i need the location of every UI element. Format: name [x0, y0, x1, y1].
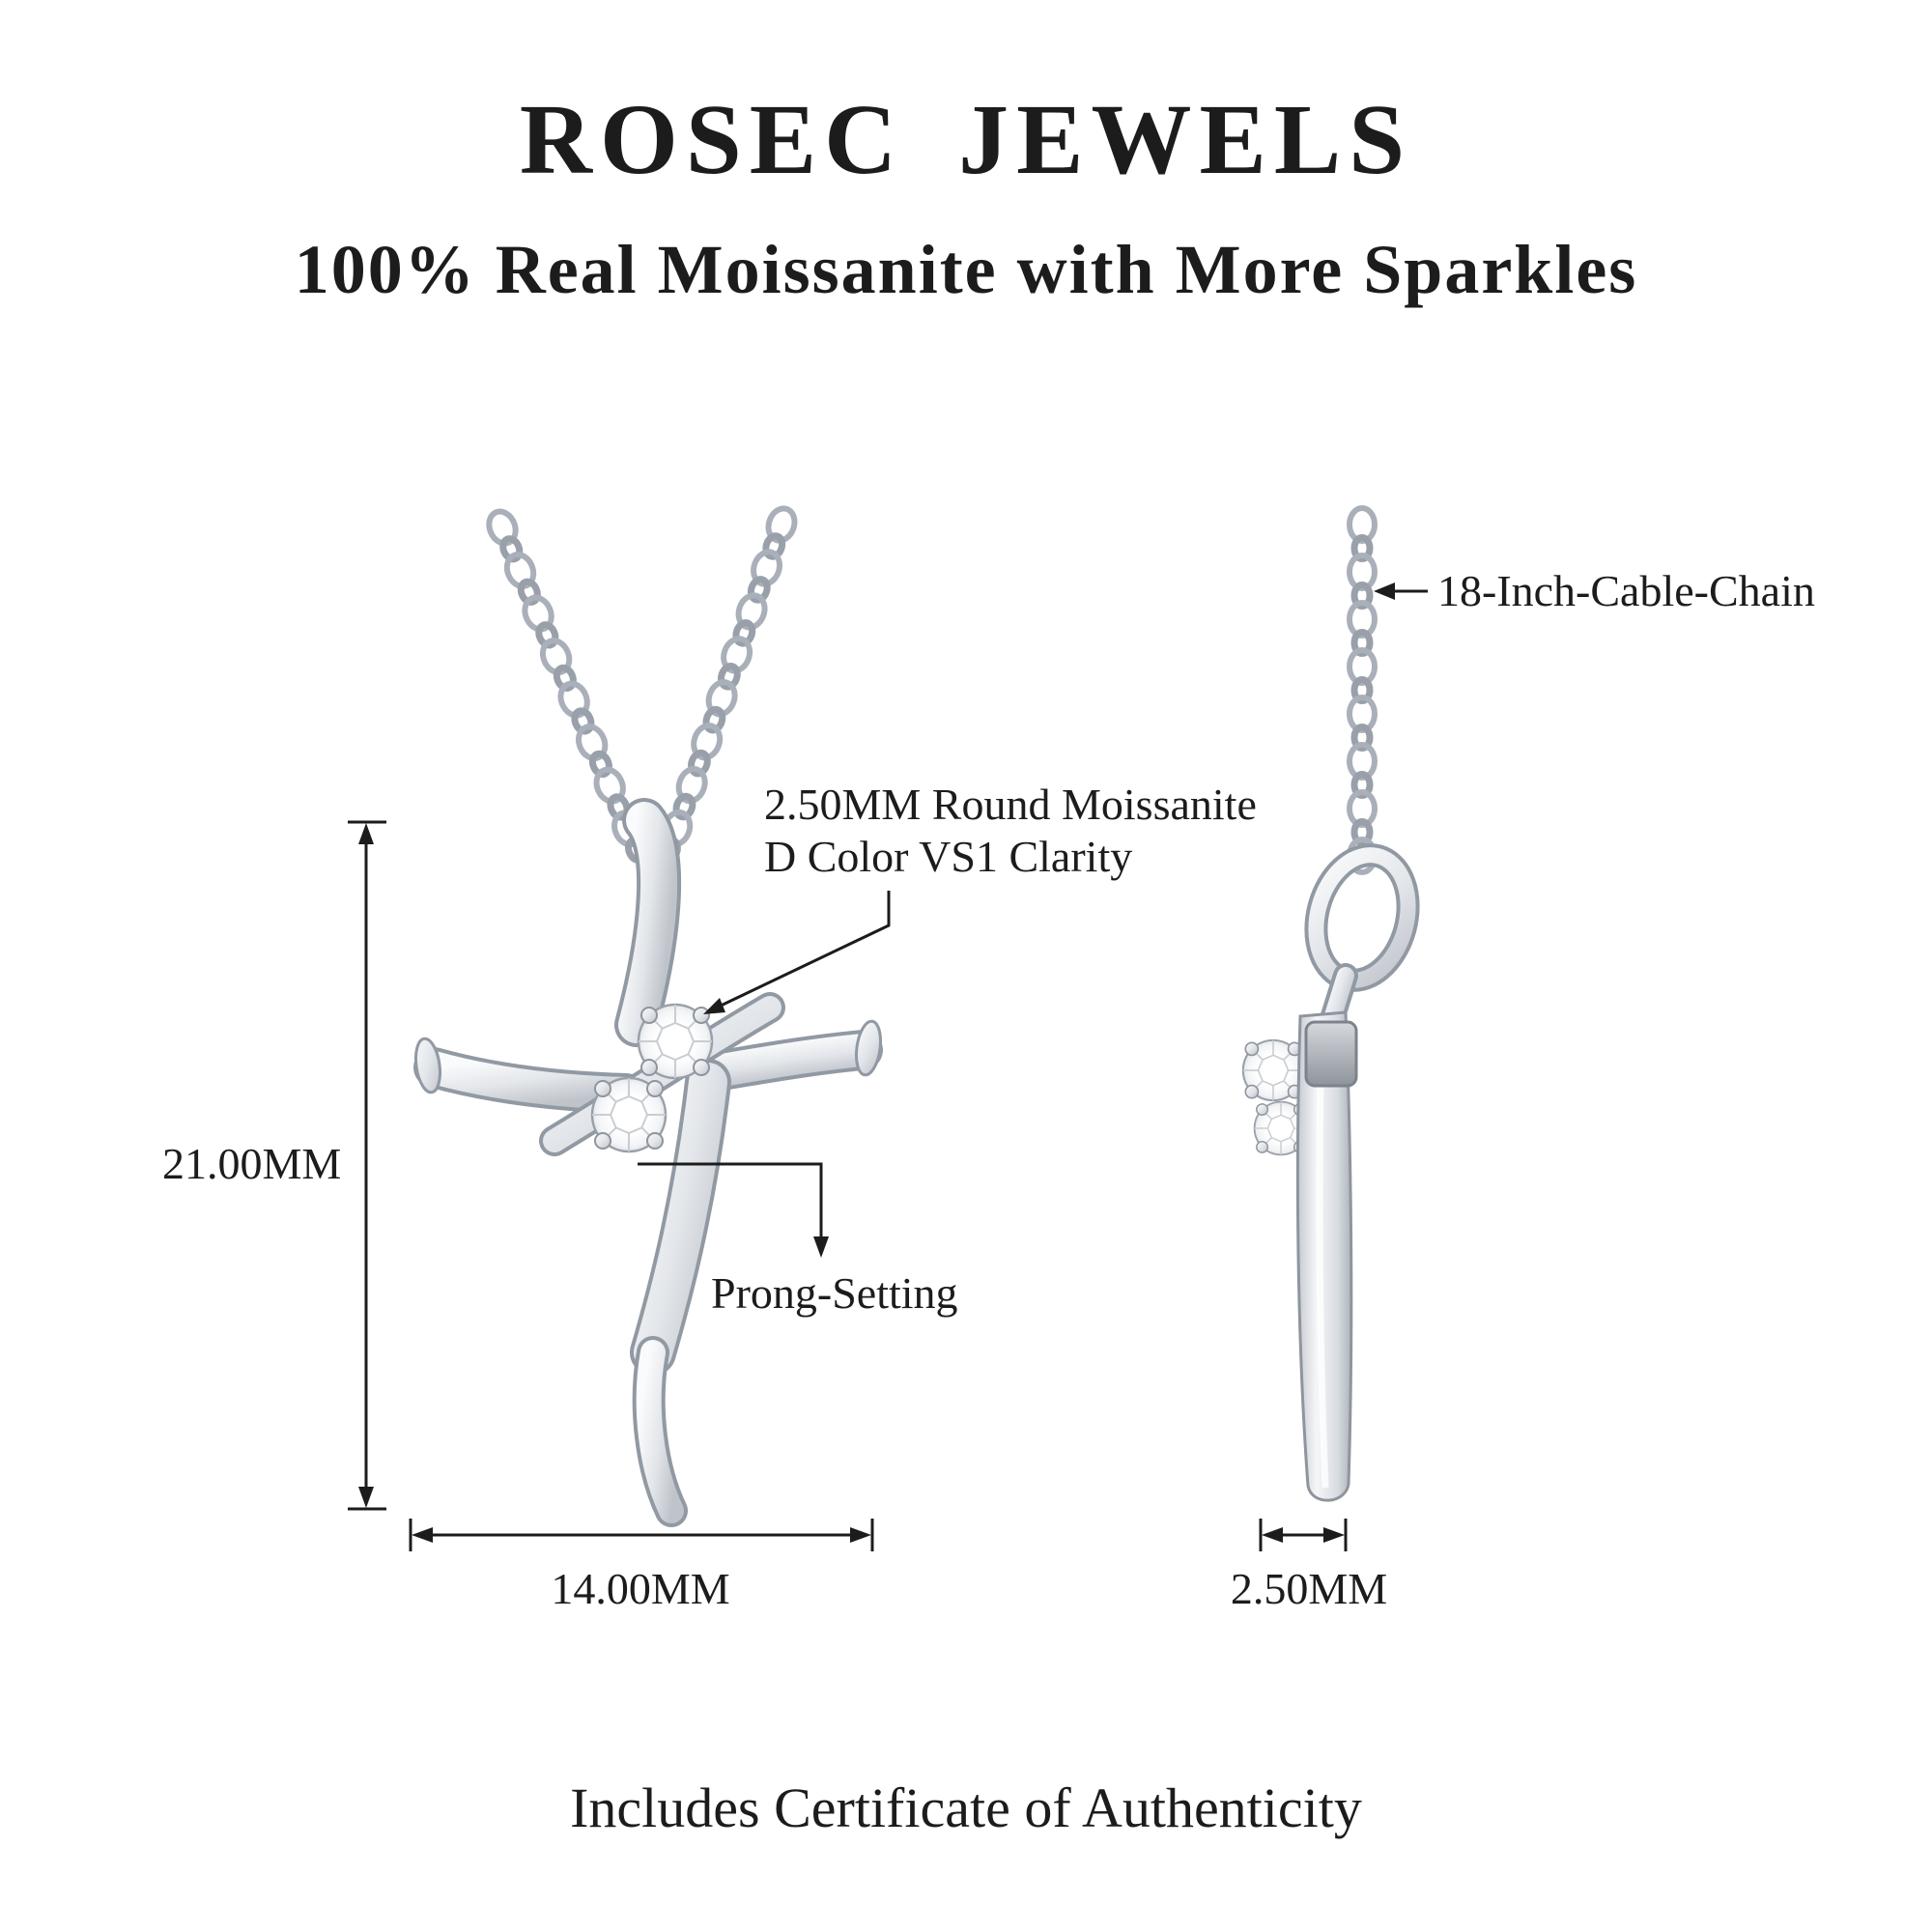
moissanite-stone-upper — [637, 1003, 714, 1080]
depth-dimension-label: 2.50MM — [1230, 1564, 1388, 1613]
leader-moissanite — [703, 891, 891, 1014]
moissanite-stone-lower — [590, 1076, 668, 1153]
height-dimension-label: 21.00MM — [162, 1139, 342, 1188]
arrow-right-icon — [850, 1527, 871, 1543]
tagline: 100% Real Moissanite with More Sparkles — [294, 231, 1638, 309]
arrow-left-icon — [412, 1527, 433, 1543]
arrow-left-icon — [1262, 1527, 1283, 1543]
side-stone-upper — [1241, 1038, 1305, 1102]
arrow-down-icon — [813, 1236, 829, 1258]
moissanite-annotation-line1: 2.50MM Round Moissanite — [764, 780, 1257, 829]
left-arm-flare — [413, 1037, 442, 1094]
moissanite-annotation-label: 2.50MM Round Moissanite D Color VS1 Clar… — [764, 779, 1257, 884]
chain-annotation-label: 18-Inch-Cable-Chain — [1437, 566, 1815, 615]
leader-cable-chain — [1374, 582, 1428, 600]
dimension-depth — [1259, 1519, 1348, 1551]
arrow-right-icon — [1323, 1527, 1345, 1543]
arrow-left-icon — [1374, 582, 1395, 600]
arrow-down-icon — [358, 1487, 374, 1508]
certificate-note: Includes Certificate of Authenticity — [570, 1776, 1362, 1839]
header: ROSEC JEWELS 100% Real Moissanite with M… — [0, 84, 1932, 310]
pendant-front-view — [413, 798, 883, 1527]
arrow-up-icon — [358, 823, 374, 844]
dimension-width — [409, 1519, 874, 1551]
dimension-height — [348, 820, 386, 1511]
right-arm-flare — [854, 1019, 883, 1077]
pendant-side-view — [1241, 843, 1420, 1502]
cable-chain-front-left — [486, 508, 649, 865]
prong-setting-label: Prong-Setting — [711, 1268, 958, 1318]
side-bar — [1295, 1010, 1353, 1502]
leader-prong-setting — [638, 1162, 829, 1258]
arrow-diagonal-icon — [703, 998, 725, 1014]
cable-chain-side — [1347, 505, 1378, 875]
bail-clamp — [1304, 1020, 1358, 1088]
brand-title: ROSEC JEWELS — [519, 84, 1413, 195]
width-dimension-label: 14.00MM — [551, 1564, 730, 1613]
moissanite-annotation-line2: D Color VS1 Clarity — [764, 832, 1133, 882]
